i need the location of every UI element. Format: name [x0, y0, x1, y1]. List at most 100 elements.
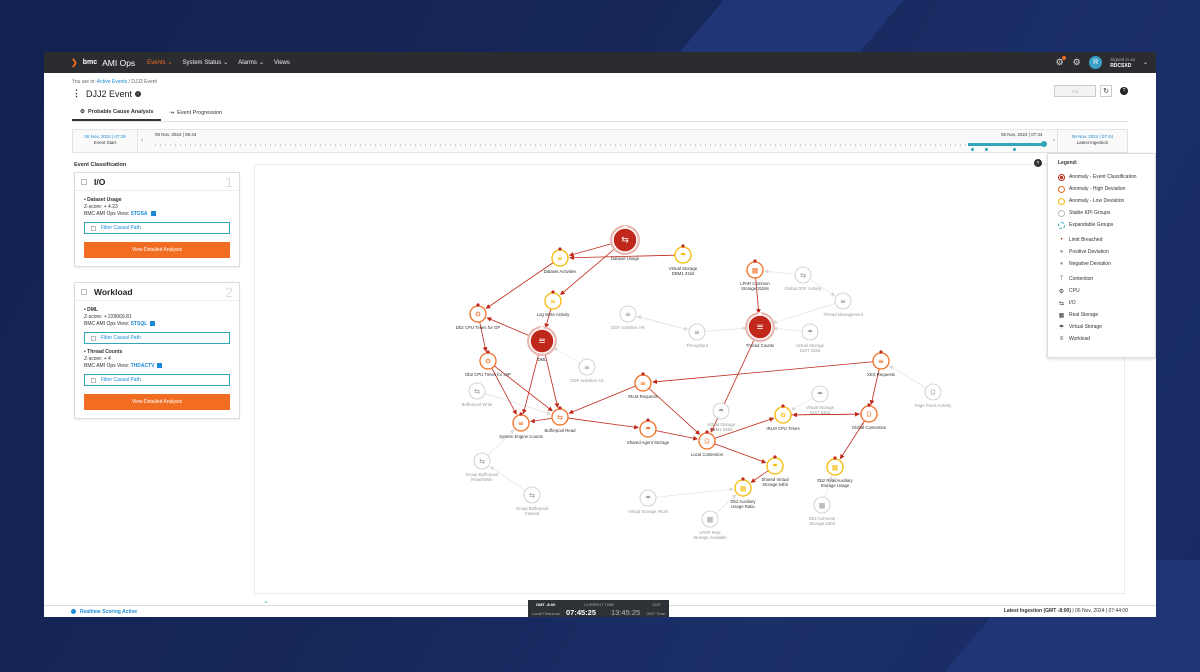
graph-node[interactable]: ≡Thread Counts — [745, 312, 775, 348]
graph-node[interactable]: ⇆Dataset Usage — [610, 225, 640, 261]
graph-node[interactable]: ☂Virtual Storage IRLM — [628, 489, 668, 514]
filter-causal-path-button[interactable]: Filter Causal Path — [84, 332, 230, 344]
realtime-status: Realtime Scoring Active — [71, 609, 137, 615]
legend-item: ▦Real Storage — [1058, 309, 1155, 321]
help-icon[interactable]: ? — [1120, 87, 1128, 95]
limit-breached-icon — [758, 312, 762, 316]
graph-node[interactable]: ≡XES Requests — [867, 350, 895, 377]
node-label: Shared Agent Storage — [627, 440, 670, 445]
timeline-marker[interactable] — [985, 148, 988, 151]
filter-input[interactable]: Xlo — [1054, 85, 1096, 97]
graph-node[interactable]: ≡Thread Management — [823, 292, 864, 317]
node-label: Page Prock Activity — [915, 403, 953, 408]
nav-system-status[interactable]: System Status⌄ — [183, 59, 229, 67]
view-link[interactable]: STSQL — [130, 321, 148, 327]
node-label: Thread Counts — [746, 343, 774, 348]
graph-node[interactable]: ⚙Db2 CPU Times for zIIP — [465, 350, 511, 377]
graph-node[interactable]: ≡Log Write Activity — [537, 290, 571, 317]
chevron-down-icon: ⌄ — [223, 60, 229, 66]
close-icon[interactable]: × — [1034, 159, 1042, 167]
graph-node[interactable]: ≡System Engine Counts — [499, 412, 543, 439]
kebab-menu-icon[interactable]: ⋮ — [72, 88, 81, 98]
timeline-handle[interactable] — [1041, 141, 1047, 147]
node-label: IRLM Requests — [628, 394, 658, 399]
tab-probable-cause-analysis[interactable]: ⚙ Probable Cause Analysis — [72, 104, 162, 121]
causal-graph-canvas[interactable]: ⇆Dataset Usage ≡Dataset Activities ☂Virtua… — [254, 164, 1125, 594]
timeline-selection[interactable] — [968, 143, 1044, 146]
nav-alarms[interactable]: Alarms⌄ — [238, 59, 264, 67]
graph-node[interactable]: ≡DML — [527, 326, 557, 362]
breadcrumb-link-active-events[interactable]: Active Events — [96, 79, 128, 85]
nav-views[interactable]: Views — [274, 60, 290, 66]
chevron-down-icon: ⌄ — [167, 60, 173, 66]
graph-node[interactable]: ⇆Bufferpool Write — [462, 382, 493, 407]
graph-edge — [568, 242, 614, 257]
graph-node[interactable]: ⇆Global DDF Activity — [784, 266, 822, 291]
card-checkbox[interactable] — [81, 178, 87, 185]
limit-breached-icon — [641, 372, 645, 376]
view-detailed-analysis-button[interactable]: View Detailed Analysis — [84, 242, 230, 258]
avatar[interactable]: R — [1089, 56, 1103, 69]
last-ingestion: Latest Ingestion (GMT -8:00) | 06 Nov, 2… — [1004, 608, 1128, 614]
metric-view: BMC AMI Ops View: THDACTV — [84, 363, 230, 370]
start-date: 06 Nov, 2024 | 07:39 — [84, 134, 126, 139]
node-label: Group Bufferpool — [466, 472, 499, 477]
limit-breached-icon — [558, 406, 562, 410]
contention-icon: ᙉ — [704, 438, 710, 446]
copy-icon[interactable] — [157, 363, 163, 369]
graph-edge — [567, 417, 639, 430]
filter-causal-path-button[interactable]: Filter Causal Path — [84, 374, 230, 386]
user-menu[interactable]: Signed in as RDCSXD — [1110, 57, 1135, 69]
view-link[interactable]: STDSA — [130, 211, 148, 217]
chevron-right-icon[interactable]: › — [1053, 137, 1056, 144]
graph-node[interactable]: ≡Throughput — [686, 323, 709, 348]
graph-node[interactable]: ⚙IRLM CPU Times — [766, 404, 800, 431]
tab-event-progression[interactable]: ↝ Event Progression — [161, 104, 230, 121]
causal-graph[interactable]: ⇆Dataset Usage ≡Dataset Activities ☂Virtua… — [255, 165, 1126, 595]
graph-node[interactable]: ≡DDF activities AS — [570, 358, 604, 383]
chevron-down-icon[interactable]: ⌄ — [1142, 60, 1148, 66]
graph-node[interactable]: ≡Dataset Activities — [544, 247, 577, 274]
timeline-track[interactable] — [155, 144, 1045, 146]
copy-icon[interactable] — [150, 321, 156, 327]
graph-node[interactable]: ≡DDF activities AR — [611, 305, 645, 330]
cpu-icon: ⚙ — [1058, 288, 1065, 295]
graph-node[interactable]: ☂Shared Agent Storage — [627, 418, 670, 445]
copy-icon[interactable] — [150, 211, 156, 217]
gear-icon[interactable]: ⚙ — [1072, 57, 1081, 67]
graph-node[interactable]: ⇆Bufferpool Read — [545, 406, 577, 433]
refresh-button[interactable]: ↻ — [1100, 85, 1112, 97]
page-title: ⋮ DJJ2 Event i — [72, 88, 142, 99]
graph-node[interactable]: ⚙Db2 CPU Times for GP — [456, 303, 501, 330]
view-detailed-analysis-button[interactable]: View Detailed Analysis — [84, 394, 230, 410]
notifications-icon[interactable]: ⚙ — [1055, 56, 1067, 67]
timeline-marker[interactable] — [1013, 148, 1016, 151]
chevron-down-icon[interactable]: ⌄ — [263, 598, 269, 605]
timeline-marker[interactable] — [971, 148, 974, 151]
nav-events[interactable]: Events⌄ — [147, 59, 173, 67]
card-checkbox[interactable] — [81, 288, 87, 295]
filter-causal-path-button[interactable]: Filter Causal Path — [84, 222, 230, 234]
graph-node[interactable]: ≡IRLM Requests — [628, 372, 658, 399]
info-icon[interactable]: i — [135, 90, 142, 97]
view-link[interactable]: THDACTV — [130, 363, 155, 369]
brand[interactable]: ❯ bmc AMI Ops — [71, 58, 135, 68]
chevron-left-icon[interactable]: ‹ — [141, 137, 144, 144]
app-name: AMI Ops — [102, 57, 136, 68]
card-title: I/O — [94, 176, 106, 187]
